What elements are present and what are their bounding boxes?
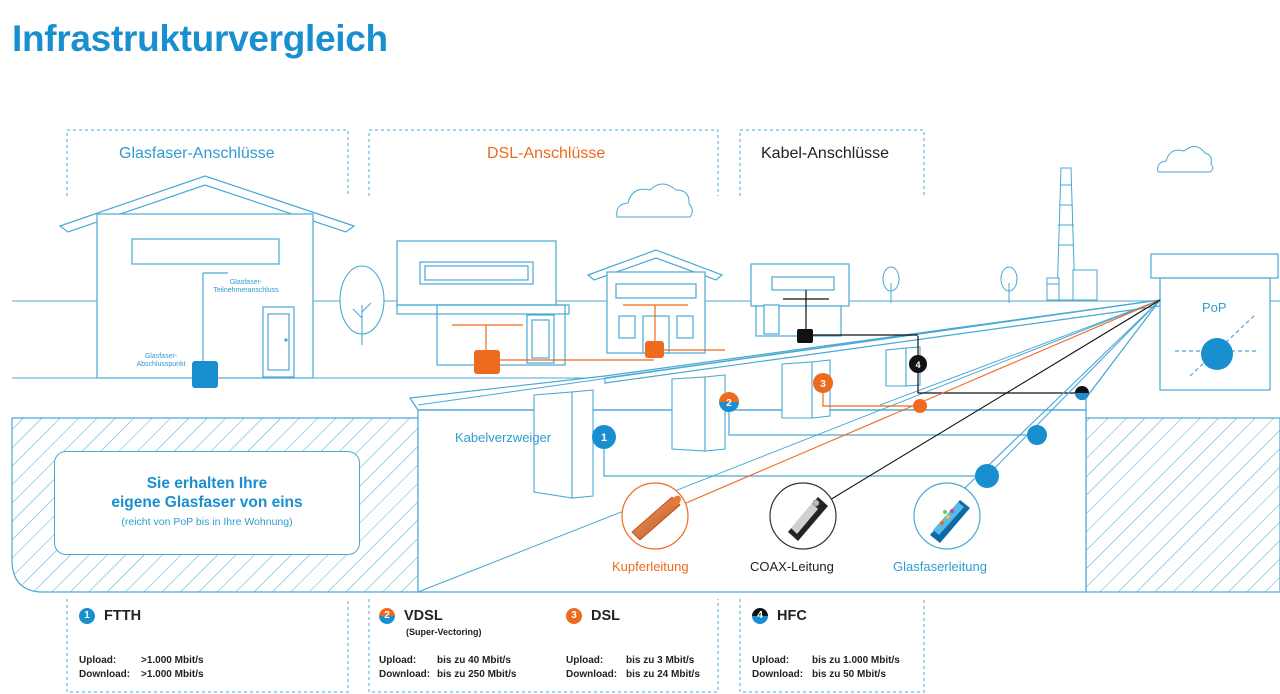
label-glasfaserleitung: Glasfaserleitung [893, 559, 987, 574]
download-label: Download: [752, 669, 804, 680]
upload-label: Upload: [752, 655, 790, 666]
kabel-house-wiring [783, 290, 918, 336]
legend-ftth: 1 FTTH Upload: >1.000 Mbit/s Download: >1.… [79, 608, 339, 688]
svg-text:4: 4 [915, 360, 920, 370]
label-coax-leitung: COAX-Leitung [750, 559, 834, 574]
label-pop: PoP [1202, 300, 1227, 315]
marker-3: 3 [813, 373, 833, 393]
section-title-kabel: Kabel-Anschlüsse [761, 145, 890, 162]
download-value: bis zu 24 Mbit/s [626, 669, 700, 680]
section-title-glasfaser: Glasfaser-Anschlüsse [119, 145, 275, 162]
section-title-dsl: DSL-Anschlüsse [487, 145, 606, 162]
section-box-kabel [739, 129, 925, 196]
coax-cross-section [769, 482, 837, 550]
download-label: Download: [566, 669, 618, 680]
label-teilnehmeranschluss: Glasfaser-Teilnehmeranschluss [213, 279, 279, 295]
dsl-house-wiring [452, 304, 725, 361]
upload-value: bis zu 40 Mbit/s [437, 655, 511, 666]
cloud-icon-2 [1157, 146, 1214, 173]
factory-icon [1046, 167, 1098, 301]
legend-hfc: 4 HFC Upload: bis zu 1.000 Mbit/s Downloa… [752, 608, 922, 688]
glasfaser-abschlusspunkt-box [192, 361, 218, 388]
trench-node-ftth-2 [1027, 425, 1047, 445]
svg-text:3: 3 [820, 379, 826, 390]
upload-value: bis zu 3 Mbit/s [626, 655, 695, 666]
legend-name: VDSL [404, 608, 443, 624]
download-label: Download: [379, 669, 431, 680]
legend-number-badge: 1 [79, 608, 95, 624]
tree-icon-1 [339, 265, 385, 345]
pop-building [1150, 253, 1279, 391]
svg-text:2: 2 [726, 398, 732, 409]
label-abschlusspunkt: Glasfaser-Abschlusspunkt [136, 353, 186, 369]
upload-value: >1.000 Mbit/s [141, 655, 204, 666]
trench-node-ftth-1 [975, 464, 999, 488]
download-value: bis zu 250 Mbit/s [437, 669, 517, 680]
label-kupferleitung: Kupferleitung [612, 559, 689, 574]
perspective-lines [417, 299, 1161, 593]
legend-number-badge: 3 [566, 608, 582, 624]
legend-name: HFC [777, 608, 807, 624]
download-value: bis zu 50 Mbit/s [812, 669, 886, 680]
legend-dsl: 3 DSL Upload: bis zu 3 Mbit/s Download: bi… [566, 608, 716, 688]
tree-icon-2 [882, 266, 900, 303]
upload-label: Upload: [79, 655, 117, 666]
download-value: >1.000 Mbit/s [141, 669, 204, 680]
cloud-icon-1 [616, 183, 693, 218]
section-box-dsl [368, 129, 719, 196]
marker-2: 2 [719, 392, 739, 412]
svg-text:1: 1 [601, 432, 607, 444]
house-dsl-1 [396, 240, 570, 366]
kupfer-cross-section [621, 482, 689, 550]
promo-line-1: Sie erhalten Ihre [146, 475, 268, 492]
upload-value: bis zu 1.000 Mbit/s [812, 655, 900, 666]
ground-right [1085, 417, 1280, 593]
promo-line-2: eigene Glasfaser von eins [111, 494, 303, 511]
glasfaser-cross-section [913, 482, 981, 550]
download-label: Download: [79, 669, 131, 680]
page-title: Infrastrukturvergleich [12, 18, 388, 59]
promo-box: Sie erhalten Ihre eigene Glasfaser von e… [54, 451, 360, 555]
legend-name: FTTH [104, 608, 142, 624]
legend-number-badge: 2 [379, 608, 395, 624]
pop-node [1201, 338, 1233, 370]
marker-4: 4 [909, 355, 927, 373]
legend-subtitle: (Super-Vectoring) [406, 627, 482, 637]
tree-icon-3 [1000, 266, 1018, 303]
upload-label: Upload: [566, 655, 604, 666]
legend-boxes [66, 599, 925, 693]
upload-label: Upload: [379, 655, 417, 666]
trench-node-dsl [913, 399, 927, 413]
dsl-box-1 [474, 350, 500, 374]
house-glasfaser [58, 175, 356, 379]
legend-name: DSL [591, 608, 620, 624]
promo-line-3: (reicht von PoP bis in Ihre Wohnung) [121, 516, 293, 528]
label-kabelverzweiger: Kabelverzweiger [455, 430, 552, 445]
kabel-box [797, 329, 813, 343]
legend-vdsl: 2 VDSL (Super-Vectoring) Upload: bis zu 4… [379, 608, 559, 688]
section-box-glasfaser [66, 129, 349, 196]
marker-1: 1 [592, 425, 616, 449]
dsl-box-2 [645, 341, 664, 358]
legend-number-badge: 4 [752, 608, 768, 624]
house-kabel [750, 263, 850, 337]
